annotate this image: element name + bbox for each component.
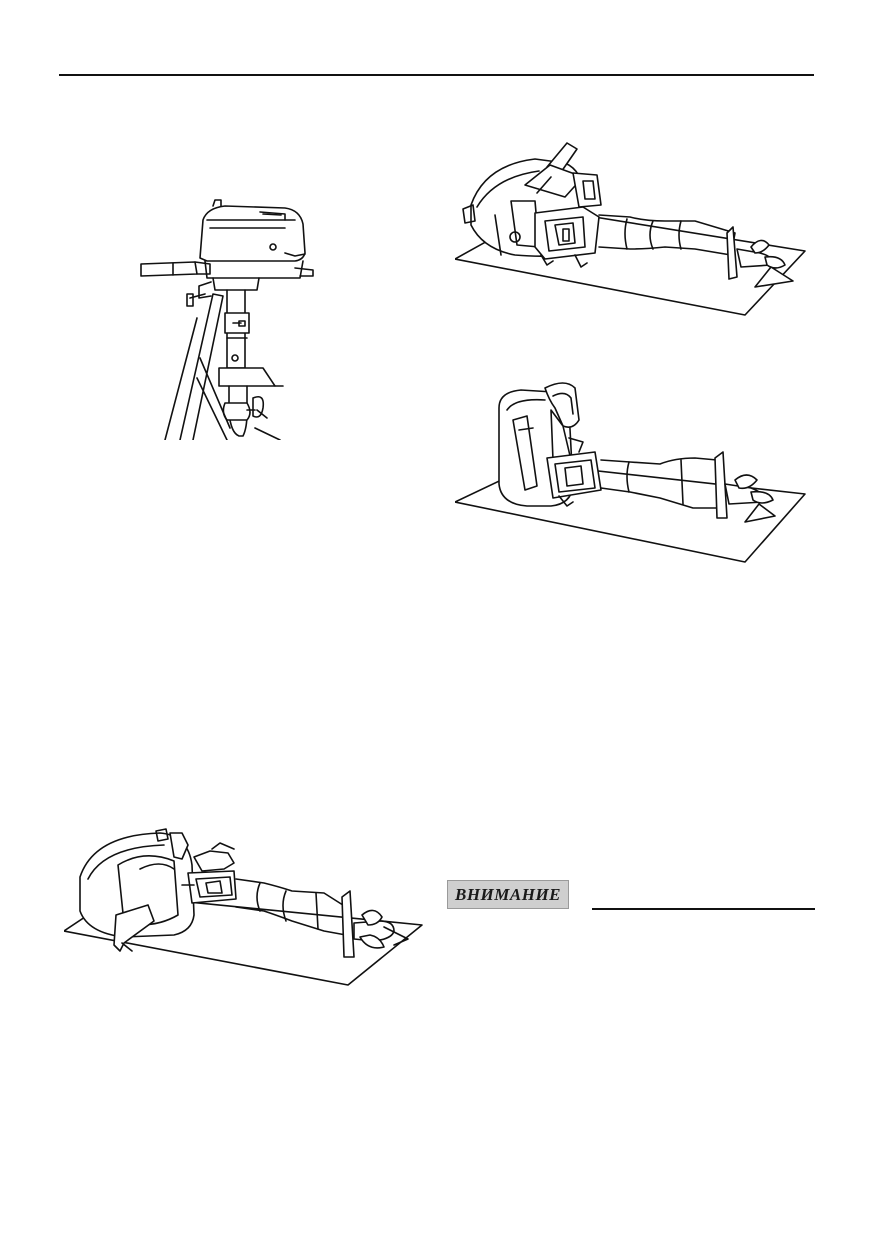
outboard-motor-lying-tiller-down-illustration — [64, 825, 424, 987]
caution-rule — [592, 908, 815, 910]
outboard-motor-lying-front-illustration — [455, 137, 810, 317]
outboard-motor-lying-tiller-up-illustration — [455, 380, 810, 565]
caution-label: ВНИМАНИЕ — [455, 884, 562, 904]
outboard-motor-mounted-illustration — [135, 198, 320, 440]
caution-badge: ВНИМАНИЕ — [447, 880, 570, 909]
header-rule — [59, 74, 814, 76]
